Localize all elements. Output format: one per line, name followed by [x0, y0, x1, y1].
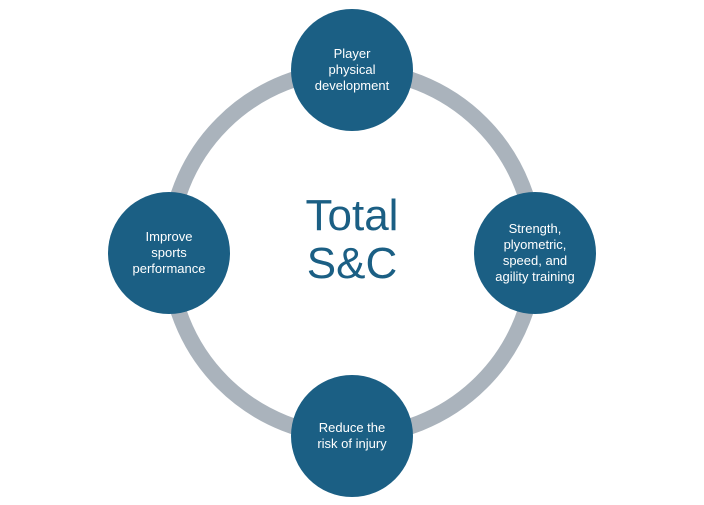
center-title-line-1: Total: [305, 191, 399, 240]
node-right-label: Strength, plyometric, speed, and agility…: [495, 221, 575, 284]
center-title-line-2: S&C: [306, 239, 398, 288]
node-top: Player physical development: [291, 9, 413, 131]
node-top-label: Player physical development: [314, 46, 390, 93]
node-right: Strength, plyometric, speed, and agility…: [474, 192, 596, 314]
node-bottom: Reduce the risk of injury: [291, 375, 413, 497]
node-bottom-label: Reduce the risk of injury: [317, 420, 387, 451]
node-left: Improve sports performance: [108, 192, 230, 314]
node-left-label: Improve sports performance: [132, 229, 206, 276]
center-title: Total S&C: [252, 192, 452, 288]
